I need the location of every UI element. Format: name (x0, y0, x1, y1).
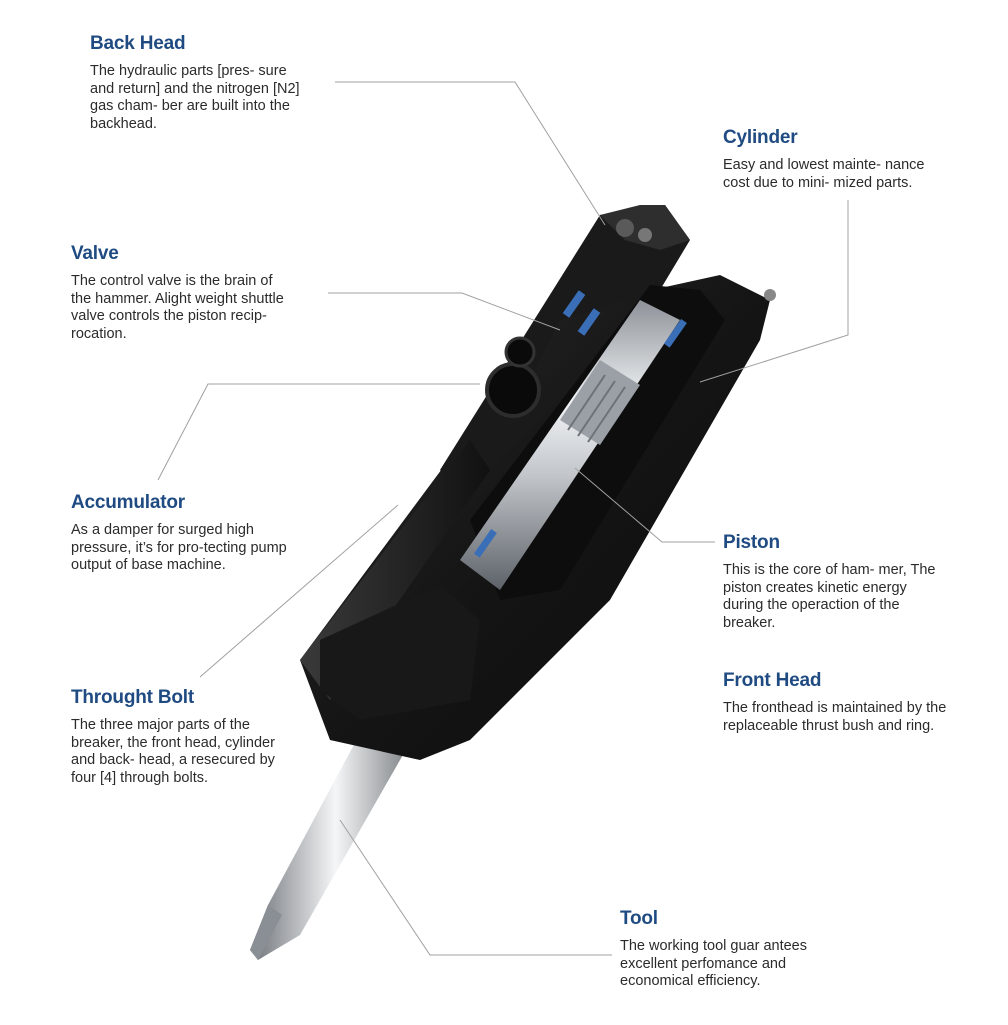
throught-bolt-line: four [4] through bolts. (71, 769, 209, 786)
valve-line: rocation. (71, 325, 127, 342)
callout-tool: Tool The working tool guar antees excell… (620, 908, 880, 991)
tool-text: The working tool guar antees excellent p… (620, 938, 880, 991)
callout-front-head: Front Head The fronthead is maintained b… (723, 670, 993, 735)
piston-line: during the operaction of the (723, 597, 900, 613)
leader-back-head (335, 81, 606, 226)
leader-throught-bolt (199, 504, 399, 678)
tool-title: Tool (620, 908, 658, 929)
front-head-title: Front Head (723, 670, 822, 691)
accumulator-text: As a damper for surged high pressure, it… (71, 522, 331, 575)
cylinder-line: cost due to mini- mized parts. (723, 174, 913, 191)
back-head-line: and return] and the nitrogen [N2] (90, 80, 300, 97)
throught-bolt-title: Throught Bolt (71, 687, 194, 708)
piston-line: breaker. (723, 614, 776, 631)
callout-throught-bolt: Throught Bolt The three major parts of t… (71, 687, 331, 787)
cylinder-text: Easy and lowest mainte- nance cost due t… (723, 157, 983, 192)
callout-valve: Valve The control valve is the brain of … (71, 243, 331, 343)
leader-valve (328, 292, 561, 331)
tool-line: excellent perfomance and (620, 955, 787, 972)
back-head-line: The hydraulic parts [pres- sure (90, 63, 287, 79)
seal-accents (473, 290, 687, 558)
accumulator-line: As a damper for surged high (71, 522, 254, 538)
back-head-line: backhead. (90, 115, 157, 132)
valve-title: Valve (71, 243, 119, 264)
valve-line: The control valve is the brain of (71, 273, 273, 289)
piston-line: This is the core of ham- mer, The (723, 562, 936, 578)
throught-bolt-line: and back- head, a resecured by (71, 752, 275, 768)
accumulator-line: pressure, it’s for pro-tecting pump (71, 539, 287, 556)
piston-title: Piston (723, 532, 780, 553)
back-head-line: gas cham- ber are built into the (90, 98, 290, 114)
front-head-text: The fronthead is maintained by the repla… (723, 700, 993, 735)
piston-line: piston creates kinetic energy (723, 579, 907, 596)
accumulator-line: output of base machine. (71, 557, 226, 573)
back-head-text: The hydraulic parts [pres- sure and retu… (90, 63, 350, 133)
leader-piston (574, 467, 715, 543)
tool-line: The working tool guar antees (620, 938, 807, 954)
callout-cylinder: Cylinder Easy and lowest mainte- nance c… (723, 127, 983, 192)
front-head-line: The fronthead is maintained by the (723, 700, 947, 716)
accumulator-title: Accumulator (71, 492, 185, 513)
piston-text: This is the core of ham- mer, The piston… (723, 562, 983, 632)
valve-line: valve controls the piston recip- (71, 308, 267, 324)
callout-piston: Piston This is the core of ham- mer, The… (723, 532, 983, 632)
valve-text: The control valve is the brain of the ha… (71, 273, 331, 343)
front-head-line: replaceable thrust bush and ring. (723, 717, 935, 734)
leader-tool (339, 819, 612, 956)
throught-bolt-text: The three major parts of the breaker, th… (71, 717, 331, 787)
throught-bolt-line: breaker, the front head, cylinder (71, 734, 275, 751)
callout-accumulator: Accumulator As a damper for surged high … (71, 492, 331, 575)
tool-line: economical efficiency. (620, 973, 761, 989)
throught-bolt-line: The three major parts of the (71, 717, 250, 733)
cylinder-title: Cylinder (723, 127, 798, 148)
leader-accumulator (157, 383, 480, 481)
cylinder-line: Easy and lowest mainte- nance (723, 157, 925, 173)
back-head-title: Back Head (90, 33, 186, 54)
callout-back-head: Back Head The hydraulic parts [pres- sur… (90, 33, 350, 133)
valve-line: the hammer. Alight weight shuttle (71, 290, 284, 307)
leader-cylinder (699, 200, 849, 383)
piston-rod (460, 300, 680, 590)
